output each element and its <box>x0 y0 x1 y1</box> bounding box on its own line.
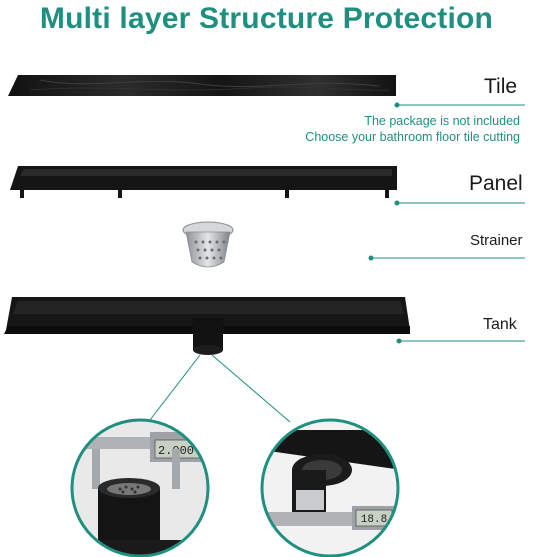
note-package: The package is not included Choose your … <box>305 113 520 145</box>
strainer-basket <box>182 221 234 268</box>
label-strainer: Strainer <box>470 232 523 249</box>
panel-frame <box>10 166 397 198</box>
page-title: Multi layer Structure Protection <box>39 2 494 35</box>
label-panel: Panel <box>469 172 523 195</box>
label-tank: Tank <box>483 316 517 333</box>
zoom-detail-right: 18.8 <box>260 418 400 557</box>
tile-slab <box>8 75 396 96</box>
note-line-1: The package is not included <box>364 114 520 128</box>
label-tile: Tile <box>484 75 518 98</box>
zoom-line-right <box>211 354 291 423</box>
caliper-reading-right: 18.8 <box>361 514 387 526</box>
tank-channel <box>4 297 410 355</box>
zoom-line-left <box>149 354 201 421</box>
zoom-detail-left: 2.000 <box>70 418 210 557</box>
note-line-2: Choose your bathroom floor tile cutting <box>305 130 520 144</box>
